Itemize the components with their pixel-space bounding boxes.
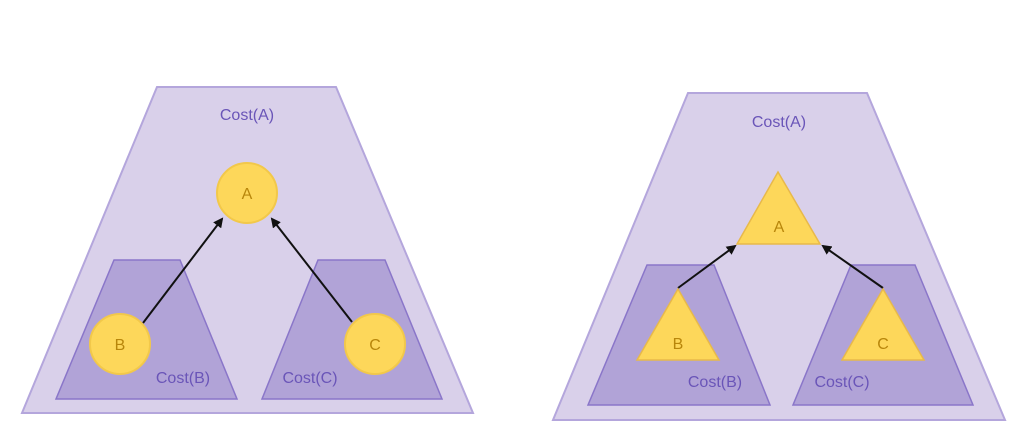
node-b[interactable]: B [635, 287, 721, 361]
node-c-circle [344, 313, 406, 375]
cost-c-label: Cost(C) [282, 370, 337, 387]
circle-tree-diagram: Cost(A) Cost(B) Cost(C) A B C [20, 86, 475, 414]
node-a-label: A [774, 219, 785, 236]
node-b-triangle [635, 287, 721, 361]
cost-b-label: Cost(B) [688, 374, 742, 391]
triangle-tree-diagram: Cost(A) Cost(B) Cost(C) A B C [551, 92, 1007, 421]
node-c-label: C [369, 337, 381, 354]
node-a-triangle [735, 170, 822, 245]
edge-b-to-a [142, 217, 224, 324]
cost-b-label: Cost(B) [156, 370, 210, 387]
node-c-triangle [840, 287, 926, 361]
node-a[interactable]: A [216, 162, 278, 224]
node-a-label: A [242, 186, 253, 203]
cost-c-label: Cost(C) [814, 374, 869, 391]
node-b-label: B [115, 337, 126, 354]
node-a-circle [216, 162, 278, 224]
edge-c-to-a [270, 217, 353, 323]
node-a[interactable]: A [735, 170, 822, 245]
cost-a-label: Cost(A) [752, 114, 806, 131]
edge-b-to-a [677, 244, 737, 289]
cost-a-label: Cost(A) [220, 107, 274, 124]
node-b[interactable]: B [89, 313, 151, 375]
node-b-label: B [673, 336, 684, 353]
node-c[interactable]: C [840, 287, 926, 361]
edge-c-to-a [821, 244, 884, 289]
node-c[interactable]: C [344, 313, 406, 375]
node-b-circle [89, 313, 151, 375]
node-c-label: C [877, 336, 889, 353]
